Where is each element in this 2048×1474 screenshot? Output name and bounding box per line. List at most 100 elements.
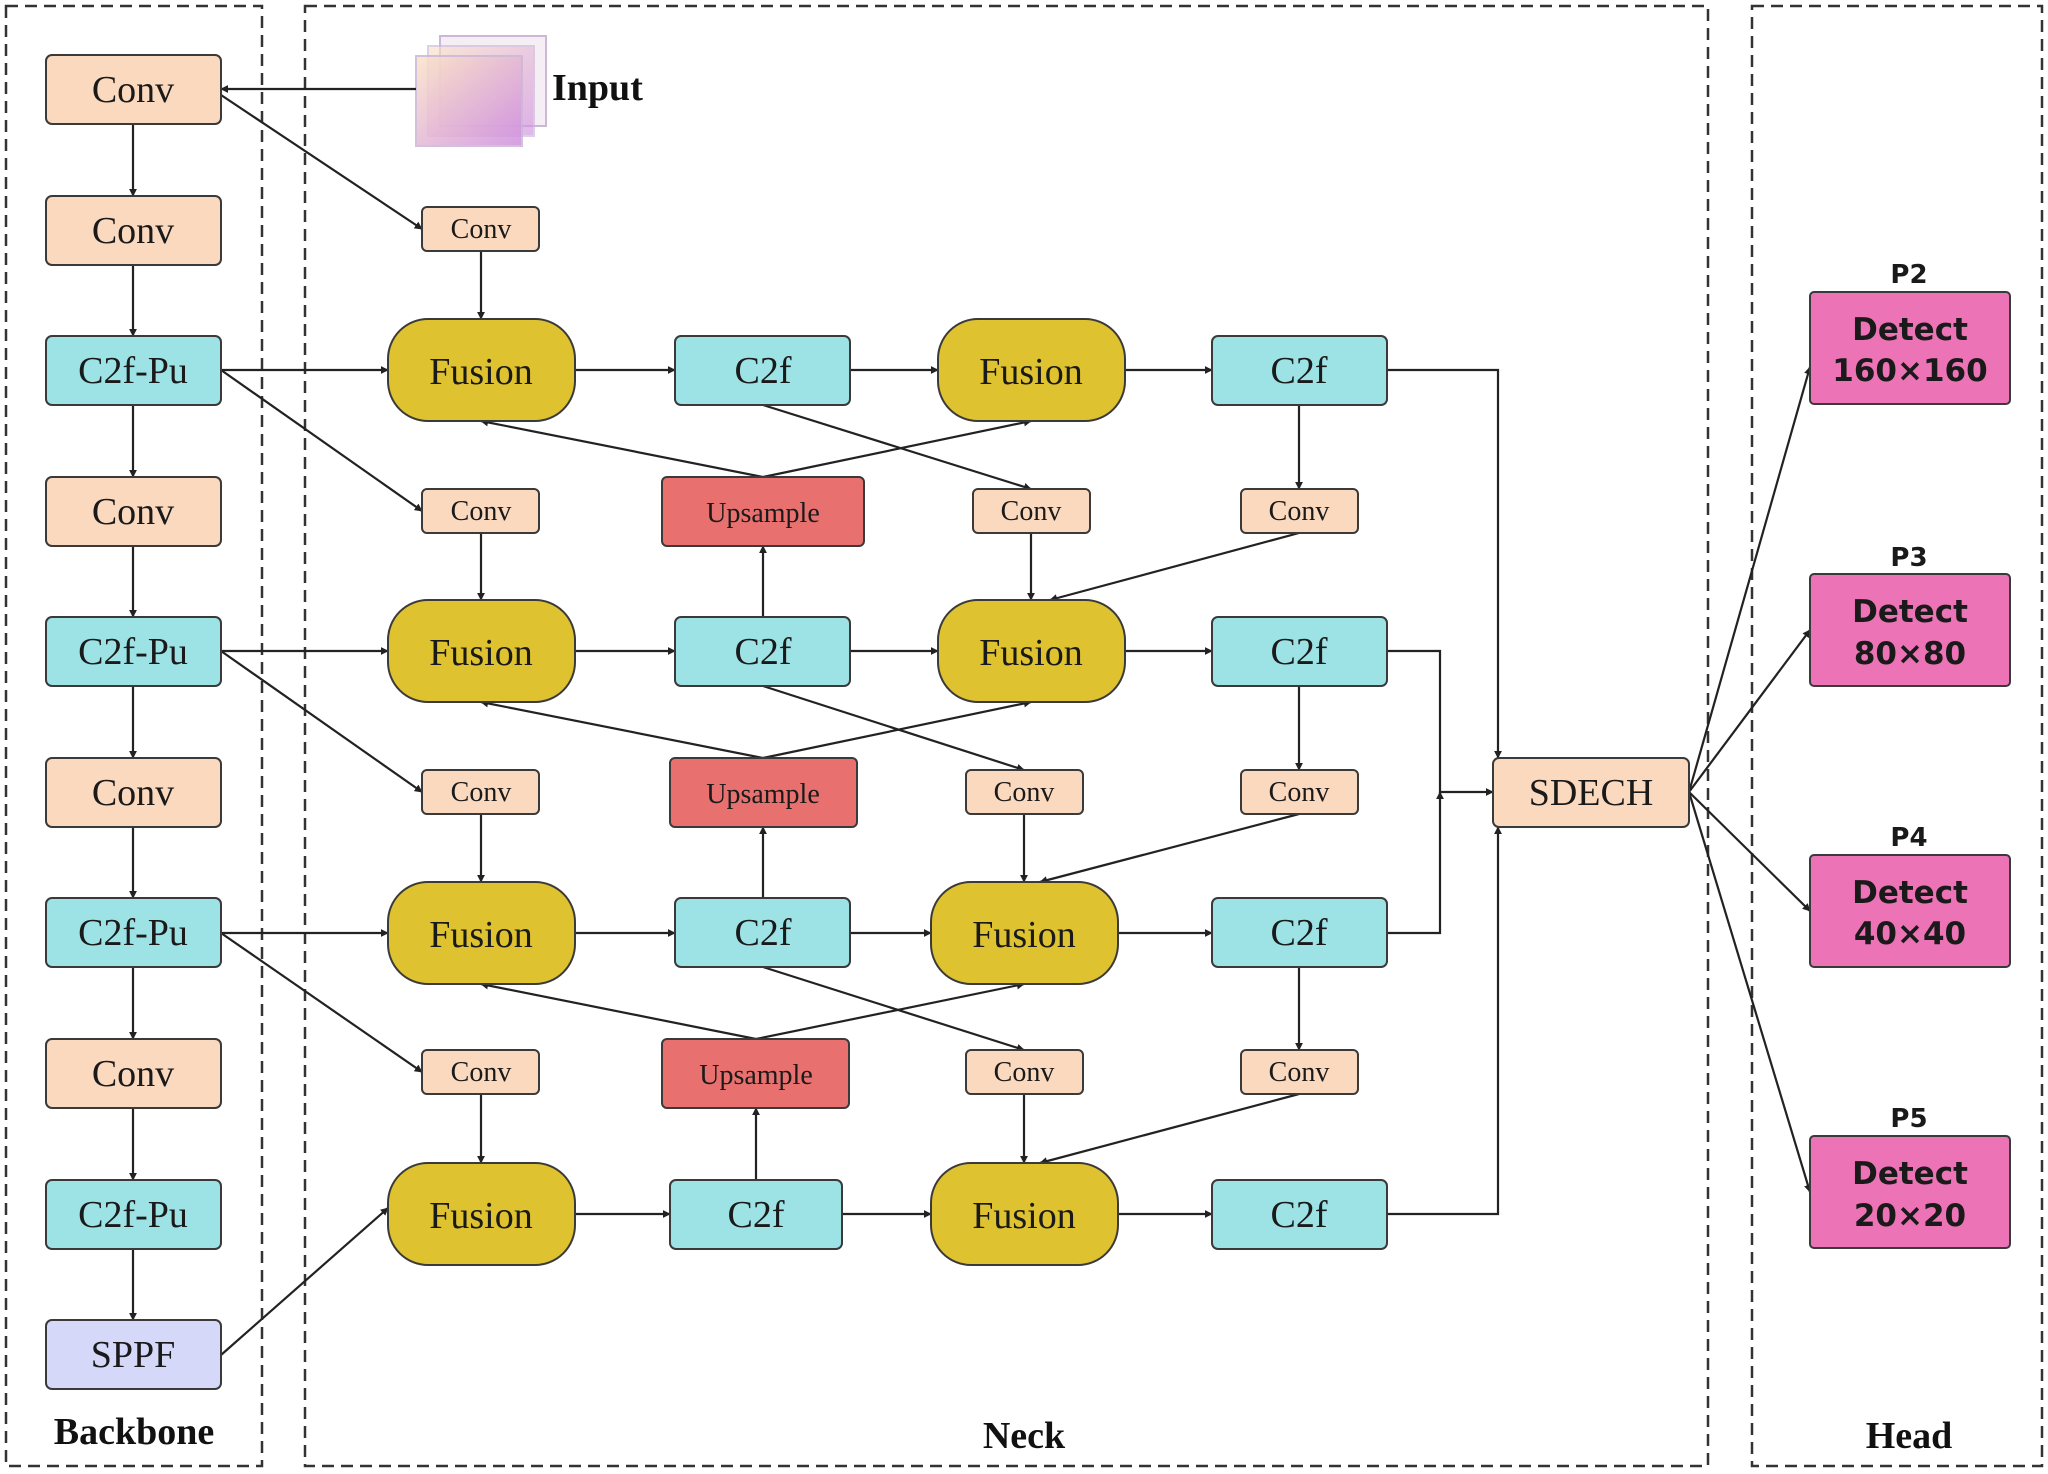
svg-text:Conv: Conv <box>451 777 512 808</box>
svg-text:80×80: 80×80 <box>1854 636 1966 672</box>
arrow-up1-to-f11 <box>480 418 764 479</box>
svg-text:Fusion: Fusion <box>972 914 1075 956</box>
neck-upsample-1: Upsample <box>661 476 865 547</box>
neck-conv-down-1: Conv <box>1240 488 1359 534</box>
neck-section <box>303 4 1710 1468</box>
neck-c2f-3-2: C2f <box>1211 897 1388 968</box>
arrow-down2-to-f32 <box>1039 812 1300 885</box>
svg-text:Conv: Conv <box>451 1057 512 1088</box>
svg-text:Conv: Conv <box>1269 777 1330 808</box>
svg-text:Fusion: Fusion <box>429 1195 532 1237</box>
arrow-sdech-p2 <box>1687 366 1812 793</box>
arrow-sdech-p5 <box>1687 791 1812 1193</box>
svg-text:Conv: Conv <box>92 1053 174 1095</box>
svg-text:160×160: 160×160 <box>1832 353 1987 389</box>
svg-text:40×40: 40×40 <box>1854 916 1966 952</box>
svg-text:Upsample: Upsample <box>699 1060 813 1091</box>
svg-text:C2f: C2f <box>1271 912 1328 954</box>
head-p3-label: P3 <box>1890 543 1927 573</box>
neck-conv-cross-1: Conv <box>972 488 1091 534</box>
svg-text:Upsample: Upsample <box>706 498 820 529</box>
arrow-conv1-to-neck-conv <box>220 94 423 230</box>
svg-text:C2f-Pu: C2f-Pu <box>78 912 188 954</box>
neck-fusion-2-2: Fusion <box>937 599 1126 703</box>
neck-fusion-4-2: Fusion <box>930 1162 1119 1266</box>
svg-text:Fusion: Fusion <box>979 632 1082 674</box>
svg-text:20×20: 20×20 <box>1854 1198 1966 1234</box>
connectors <box>129 85 1812 1356</box>
arrow-up2-to-f22 <box>762 699 1032 760</box>
arrow-sdech-p3 <box>1688 629 1811 793</box>
svg-text:SDECH: SDECH <box>1529 772 1654 814</box>
svg-text:Conv: Conv <box>92 69 174 111</box>
svg-text:Detect: Detect <box>1852 312 1968 348</box>
svg-text:C2f-Pu: C2f-Pu <box>78 1194 188 1236</box>
head-p5-label: P5 <box>1890 1104 1927 1134</box>
neck-fusion-1-2: Fusion <box>937 318 1126 422</box>
neck-fusion-3-2: Fusion <box>930 881 1119 985</box>
svg-text:Fusion: Fusion <box>429 351 532 393</box>
neck-upsample-3: Upsample <box>661 1038 850 1109</box>
arrow-r3-c2f-conv <box>762 965 1025 1052</box>
arrow-r1-c2f-conv <box>762 403 1032 491</box>
arrow-sdech-p4 <box>1688 791 1811 912</box>
arrow-c2fpu2-to-conv <box>220 650 423 793</box>
neck-conv-cross-2: Conv <box>965 769 1084 815</box>
svg-text:C2f: C2f <box>1271 631 1328 673</box>
svg-text:Conv: Conv <box>1269 496 1330 527</box>
arrow-c2fpu3-to-conv <box>220 932 423 1073</box>
arrow-r1-c2f2-sdech <box>1387 368 1502 759</box>
head-p4-label: P4 <box>1890 823 1927 853</box>
neck-upsample-2: Upsample <box>669 757 858 828</box>
backbone-title: Backbone <box>54 1411 214 1453</box>
neck-conv-lateral-1: Conv <box>421 488 540 534</box>
backbone-section <box>4 4 264 1468</box>
svg-text:C2f-Pu: C2f-Pu <box>78 631 188 673</box>
backbone-conv-4: Conv <box>45 757 222 828</box>
neck-fusion-1-1: Fusion <box>387 318 576 422</box>
neck-conv-lateral-3: Conv <box>421 1049 540 1095</box>
svg-text:Detect: Detect <box>1852 594 1968 630</box>
svg-text:C2f: C2f <box>1271 1194 1328 1236</box>
head-p2-label: P2 <box>1890 260 1927 290</box>
head-title: Head <box>1866 1415 1953 1457</box>
arrow-up3-to-f32 <box>755 981 1025 1041</box>
svg-text:Conv: Conv <box>1001 496 1062 527</box>
svg-text:Conv: Conv <box>92 491 174 533</box>
neck-c2f-1-2: C2f <box>1211 335 1388 406</box>
head-p3: P3 Detect 80×80 <box>1809 543 2011 687</box>
svg-text:C2f: C2f <box>735 912 792 954</box>
backbone-conv-3: Conv <box>45 476 222 547</box>
arrow-r2-c2f2-sdech <box>1387 649 1494 796</box>
arrow-up1-to-f12 <box>762 418 1032 479</box>
neck-c2f-2-1: C2f <box>674 616 851 687</box>
neck-conv-cross-3: Conv <box>965 1049 1084 1095</box>
neck-c2f-4-2: C2f <box>1211 1179 1388 1250</box>
head-p5: P5 Detect 20×20 <box>1809 1104 2011 1249</box>
arrow-up2-to-f21 <box>480 699 764 760</box>
arrow-sppf-to-fusion <box>220 1207 389 1356</box>
svg-text:Fusion: Fusion <box>979 351 1082 393</box>
arrow-down1-to-f22 <box>1049 531 1300 602</box>
neck-c2f-4-1: C2f <box>669 1179 843 1250</box>
backbone-c2f-pu-1: C2f-Pu <box>45 335 222 406</box>
arrow-r3-c2f2-sdech <box>1387 791 1444 935</box>
backbone-c2f-pu-3: C2f-Pu <box>45 897 222 968</box>
arrow-r4-c2f2-sdech <box>1387 826 1502 1216</box>
head-p4: P4 Detect 40×40 <box>1809 823 2011 968</box>
neck-fusion-4-1: Fusion <box>387 1162 576 1266</box>
backbone-conv-1: Conv <box>45 54 222 125</box>
svg-text:Fusion: Fusion <box>972 1195 1075 1237</box>
svg-text:Conv: Conv <box>92 772 174 814</box>
neck-fusion-2-1: Fusion <box>387 599 576 703</box>
svg-text:Conv: Conv <box>994 1057 1055 1088</box>
svg-text:Conv: Conv <box>451 496 512 527</box>
svg-text:Fusion: Fusion <box>429 914 532 956</box>
svg-text:SPPF: SPPF <box>91 1334 176 1376</box>
neck-c2f-1-1: C2f <box>674 335 851 406</box>
input-label: Input <box>552 67 643 109</box>
neck-fusion-3-1: Fusion <box>387 881 576 985</box>
input-image-icon <box>415 35 547 147</box>
arrow-up3-to-f31 <box>480 981 757 1041</box>
